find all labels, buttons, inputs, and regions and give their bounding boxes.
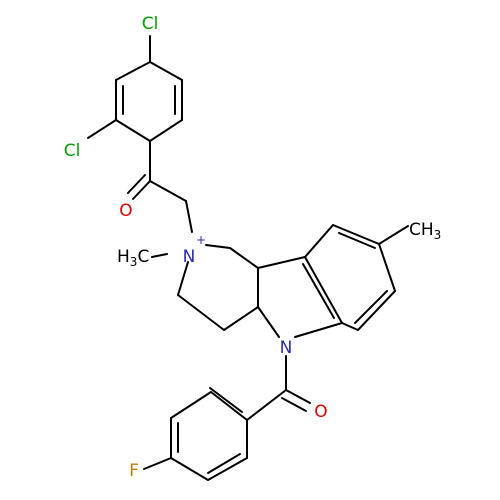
n-methyl-subscript: 3 <box>130 255 138 269</box>
piperidinium-ring <box>151 244 259 331</box>
bond-carbonyl <box>132 180 151 200</box>
benzo-ring <box>304 224 409 331</box>
amide-linker <box>246 355 311 421</box>
bond <box>257 306 280 338</box>
bond-carbonyl <box>281 397 307 412</box>
bond-to-methyl <box>378 225 409 245</box>
chlorine-left-label: Cl <box>64 141 81 161</box>
bond <box>378 243 396 292</box>
bond <box>149 119 183 142</box>
bond <box>177 294 225 331</box>
bond <box>223 306 259 331</box>
bond-carbonyl <box>127 174 146 194</box>
bond <box>341 322 359 331</box>
n-methyl-label: H3C <box>117 247 149 269</box>
bond-to-fluorine <box>143 457 172 470</box>
bond <box>357 290 396 331</box>
indoline-nitrogen-label: N <box>280 338 293 358</box>
bond <box>304 256 343 324</box>
bond <box>207 457 248 481</box>
bond <box>115 61 151 81</box>
chlorine-top-label: Cl <box>142 14 159 34</box>
bond <box>185 200 193 233</box>
fluorophenyl-ring <box>143 387 248 481</box>
ketone-oxygen-label: O <box>119 201 132 221</box>
ring-methyl-label: CH3 <box>409 220 441 242</box>
bond <box>149 61 183 81</box>
dichlorophenyl-ring <box>87 35 183 142</box>
bond <box>149 180 187 202</box>
bond <box>115 119 151 142</box>
fluorine-label: F <box>129 461 139 481</box>
ketone-linker <box>127 140 193 233</box>
bond <box>207 453 241 474</box>
bond <box>294 322 343 338</box>
amide-oxygen-label: O <box>314 402 327 422</box>
ring-methyl-ch: CH <box>409 220 434 240</box>
n-methyl-h: H <box>117 247 130 267</box>
bond <box>332 224 380 245</box>
bond <box>257 256 306 269</box>
n-methyl-c: C <box>137 247 149 267</box>
bond <box>170 457 209 481</box>
atom-labels: Cl Cl O H3C N + CH3 N O F <box>64 14 442 481</box>
bond <box>246 389 287 421</box>
ring-methyl-subscript: 3 <box>434 228 442 242</box>
bond-to-cl-left <box>87 119 117 139</box>
bond <box>170 391 212 419</box>
positive-charge-label: + <box>196 233 206 247</box>
bond <box>205 244 231 249</box>
bond <box>210 391 248 421</box>
bond <box>304 224 334 258</box>
bond <box>354 290 388 324</box>
bond <box>177 261 189 296</box>
bond-n-methyl <box>151 253 168 258</box>
bond-carbonyl <box>285 389 311 404</box>
bond <box>338 232 376 249</box>
bond <box>209 387 243 413</box>
bond <box>229 247 259 269</box>
indoline-ring <box>257 256 343 338</box>
bond <box>302 263 335 319</box>
ammonium-nitrogen-label: N <box>183 247 196 267</box>
